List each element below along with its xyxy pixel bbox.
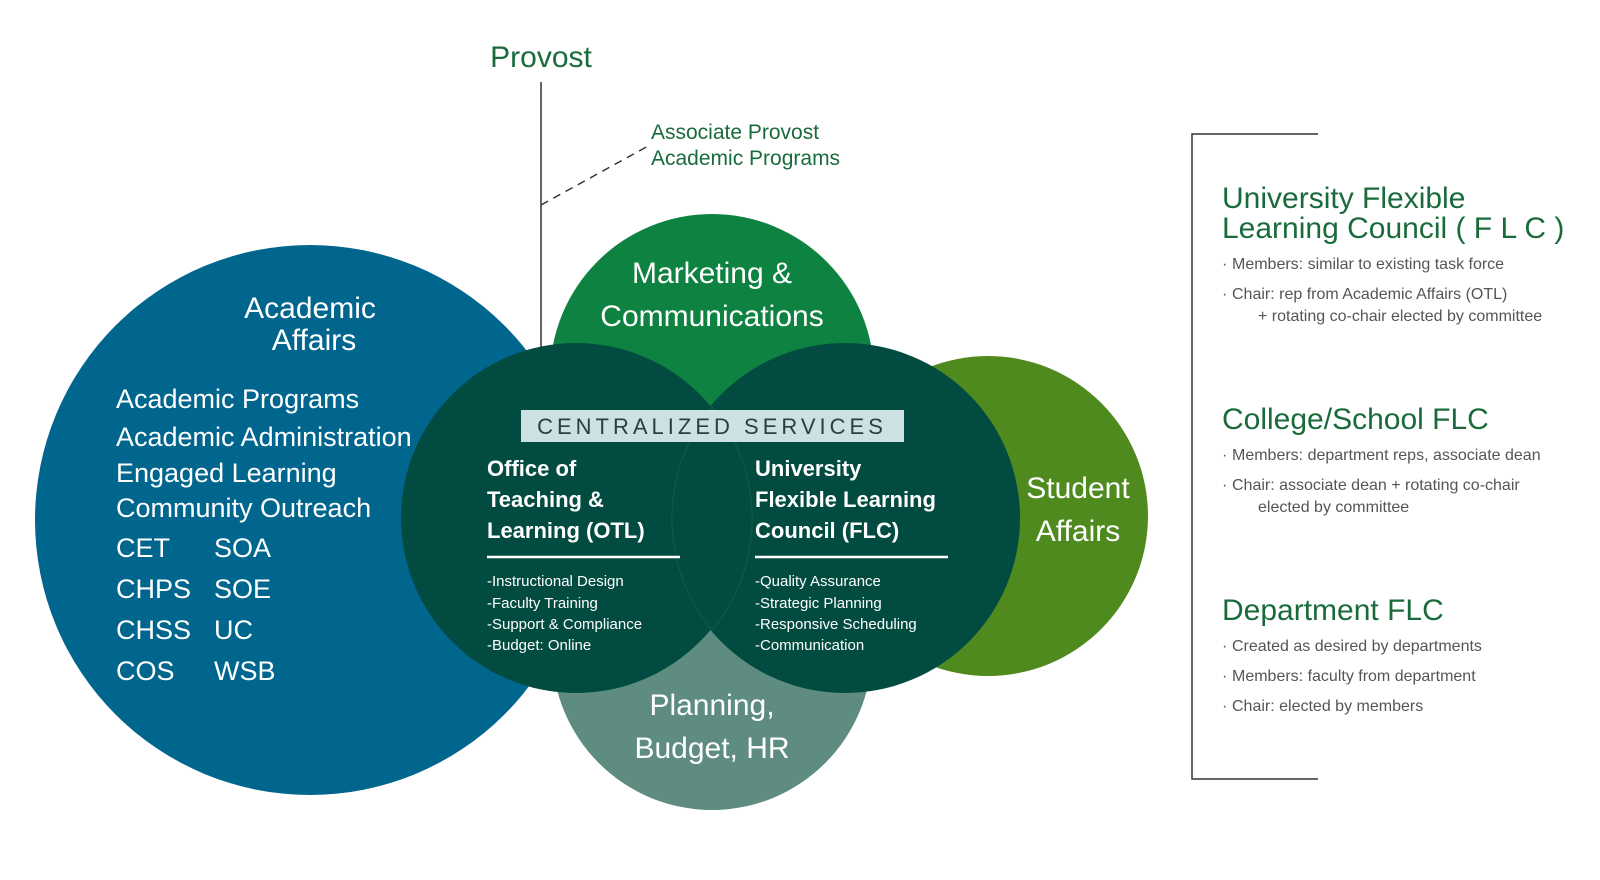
flc-service-item: -Responsive Scheduling <box>755 616 917 633</box>
flc-title: University <box>755 456 862 481</box>
academic-unit: COS <box>116 656 175 686</box>
academic-unit: CHSS <box>116 615 191 645</box>
department-flc-section: Department FLC ·Created as desired by de… <box>1222 596 1482 716</box>
marketing-label: Marketing & <box>632 257 792 290</box>
otl-title-line3: Learning (OTL) <box>487 518 645 543</box>
academic-unit: UC <box>214 615 253 645</box>
academic-unit: CHPS <box>116 574 191 604</box>
academic-affairs-item: Engaged Learning <box>116 458 337 488</box>
university-flc-title: University Flexible <box>1222 182 1466 215</box>
centralized-overlap <box>671 406 753 631</box>
department-flc-title: Department FLC <box>1222 594 1444 627</box>
college-flc-chair: ·Chair: associate dean + rotating co-cha… <box>1222 477 1520 494</box>
student-affairs-label: Student <box>1026 472 1130 505</box>
otl-service-item: -Instructional Design <box>487 573 624 590</box>
university-flc-chair: ·Chair: rep from Academic Affairs (OTL) <box>1222 286 1508 303</box>
academic-affairs-circle <box>35 245 585 795</box>
centralized-banner-text: CENTRALIZED SERVICES <box>537 414 887 439</box>
department-flc-created: ·Created as desired by departments <box>1222 638 1482 655</box>
planning-label-line2: Budget, HR <box>634 732 789 765</box>
department-flc-chair: ·Chair: elected by members <box>1222 698 1424 715</box>
college-flc-section: College/School FLC ·Members: department … <box>1222 405 1541 517</box>
academic-affairs-title: Academic <box>244 292 376 325</box>
otl-service-item: -Support & Compliance <box>487 616 642 633</box>
college-flc-title: College/School FLC <box>1222 403 1489 436</box>
flc-service-item: -Communication <box>755 637 864 654</box>
college-flc-members: ·Members: department reps, associate dea… <box>1222 447 1541 464</box>
academic-unit: SOE <box>214 574 271 604</box>
university-flc-members: ·Members: similar to existing task force <box>1222 256 1505 273</box>
academic-unit: SOA <box>214 533 271 563</box>
otl-title-line2: Teaching & <box>487 487 604 512</box>
student-affairs-label-line2: Affairs <box>1036 515 1120 548</box>
otl-title: Office of <box>487 456 577 481</box>
otl-service-item: -Faculty Training <box>487 595 598 612</box>
department-flc-members: ·Members: faculty from department <box>1222 668 1476 685</box>
flc-title-line3: Council (FLC) <box>755 518 899 543</box>
centralized-banner <box>521 410 904 442</box>
side-bracket <box>1191 133 1318 780</box>
academic-unit: WSB <box>214 656 276 686</box>
associate-provost-label: Associate Provost <box>651 121 819 144</box>
planning-label: Planning, <box>649 689 774 722</box>
academic-affairs-title-line2: Affairs <box>272 324 356 357</box>
academic-affairs-item: Community Outreach <box>116 493 371 523</box>
college-flc-chair-cont: elected by committee <box>1258 499 1410 516</box>
associate-provost-dashed-line <box>540 144 651 206</box>
academic-affairs-item: Academic Administration <box>116 422 412 452</box>
otl-service-item: -Budget: Online <box>487 637 591 654</box>
university-flc-section: University Flexible Learning Council ( F… <box>1222 184 1564 326</box>
university-flc-chair-cont: + rotating co-chair elected by committee <box>1258 308 1543 325</box>
flc-service-item: -Strategic Planning <box>755 595 882 612</box>
academic-affairs-item: Academic Programs <box>116 384 359 414</box>
academic-unit: CET <box>116 533 170 563</box>
flc-title-line2: Flexible Learning <box>755 487 936 512</box>
university-flc-title-line2: Learning Council ( F L C ) <box>1222 212 1565 245</box>
flc-service-item: -Quality Assurance <box>755 573 881 590</box>
provost-label: Provost <box>490 41 592 74</box>
marketing-label-line2: Communications <box>600 300 823 333</box>
associate-provost-label-line2: Academic Programs <box>651 147 840 170</box>
